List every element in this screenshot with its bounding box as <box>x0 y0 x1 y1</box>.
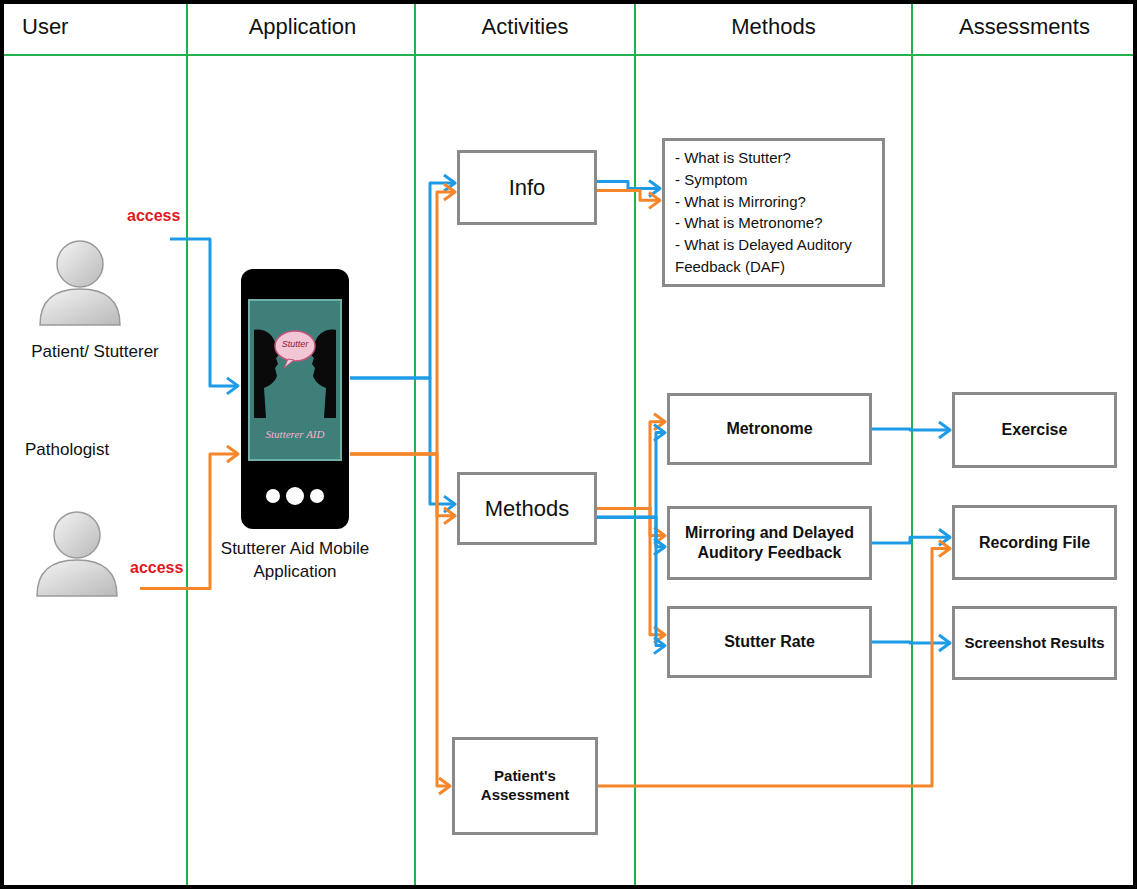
arrow-head <box>649 192 660 208</box>
connector <box>872 635 950 651</box>
phone-body <box>241 269 349 529</box>
lane-header: Application <box>190 14 415 40</box>
info-item: - What is Stutter? <box>675 147 872 169</box>
connector <box>350 378 455 512</box>
header-line <box>0 54 1137 56</box>
process-box: Stutter Rate <box>667 606 872 678</box>
connector-line <box>598 549 950 787</box>
lane-line <box>911 0 913 889</box>
connector <box>597 517 665 653</box>
connector <box>170 239 238 394</box>
process-box: Info <box>457 150 597 225</box>
box-label: Screenshot Results <box>964 634 1104 653</box>
person-head <box>54 512 100 558</box>
speech-bubble <box>275 331 315 361</box>
connector-line <box>350 454 455 516</box>
box-label: Stutter Rate <box>724 632 815 652</box>
box-label: Metronome <box>726 419 812 439</box>
connector-line <box>170 239 238 386</box>
box-label: Patient's Assessment <box>463 767 587 805</box>
lane-header: Methods <box>635 14 912 40</box>
user-actor: Patient/ Stutterer <box>20 232 170 372</box>
mobile-app: StutterStutterer AIDStutterer Aid Mobile… <box>240 268 350 530</box>
edge-label: access <box>128 559 185 577</box>
connector <box>597 425 665 518</box>
person-head <box>57 241 103 287</box>
info-item: - Symptom <box>675 169 872 191</box>
arrow-head <box>654 638 665 654</box>
box-label: Info <box>509 174 546 202</box>
process-box: Recording File <box>952 505 1117 580</box>
actor-label: Patient/ Stutterer <box>20 342 170 362</box>
lane-line <box>186 0 188 889</box>
phone-dot <box>310 489 324 503</box>
user-actor: Pathologist <box>20 436 140 600</box>
connector-line <box>597 433 665 518</box>
actor-label: Pathologist <box>25 440 145 460</box>
phone-illustration <box>240 268 350 530</box>
info-list-box: - What is Stutter?- Symptom- What is Mir… <box>662 138 885 287</box>
connector-line <box>350 378 455 504</box>
person-icon <box>32 508 122 598</box>
process-box: Methods <box>457 472 597 545</box>
person-icon <box>35 237 125 327</box>
box-label: Mirroring and Delayed Auditory Feedback <box>678 523 861 563</box>
box-label: Exercise <box>1002 420 1068 440</box>
connector <box>350 454 455 524</box>
person-body <box>40 289 120 325</box>
arrow-head <box>444 184 455 200</box>
screen-title: Stutterer AID <box>249 428 341 440</box>
lane-line <box>634 0 636 889</box>
connector-line <box>350 192 455 454</box>
connector-line <box>872 537 950 543</box>
process-box: Patient's Assessment <box>452 737 598 835</box>
arrow-head <box>227 378 238 394</box>
info-item: - What is Delayed Auditory Feedback (DAF… <box>675 234 872 278</box>
connector-line <box>872 429 950 430</box>
bubble-text: Stutter <box>275 339 315 349</box>
arrow-head <box>444 508 455 524</box>
lane-header: User <box>22 14 142 40</box>
app-caption: Stutterer Aid Mobile Application <box>200 538 390 584</box>
lane-line <box>414 0 416 889</box>
arrow-head <box>654 425 665 441</box>
connector <box>872 529 950 545</box>
box-label: Methods <box>485 495 569 523</box>
connector-line <box>872 642 950 643</box>
process-box: Mirroring and Delayed Auditory Feedback <box>667 506 872 580</box>
info-item: - What is Mirroring? <box>675 191 872 213</box>
connector <box>350 454 450 794</box>
arrow-head <box>439 778 450 794</box>
connector <box>597 191 660 209</box>
bubble-tail <box>284 359 294 368</box>
connector <box>872 422 950 438</box>
process-box: Screenshot Results <box>952 606 1117 680</box>
phone-screen <box>249 300 341 460</box>
lane-header: Assessments <box>912 14 1137 40</box>
phone-dot <box>266 489 280 503</box>
process-box: Metronome <box>667 393 872 465</box>
process-box: Exercise <box>952 392 1117 468</box>
lane-header: Activities <box>415 14 635 40</box>
arrow-head <box>227 446 238 462</box>
box-label: Recording File <box>979 533 1090 553</box>
arrow-head <box>939 422 950 438</box>
connector-line <box>350 454 450 786</box>
connector <box>350 175 455 378</box>
arrow-head <box>939 541 950 557</box>
phone-dot <box>286 487 304 505</box>
arrow-head <box>939 635 950 651</box>
person-body <box>37 560 117 596</box>
connector-line <box>597 517 665 645</box>
edge-label: access <box>125 207 182 225</box>
connector <box>350 184 455 454</box>
info-item: - What is Metronome? <box>675 212 872 234</box>
connector-line <box>350 183 455 378</box>
